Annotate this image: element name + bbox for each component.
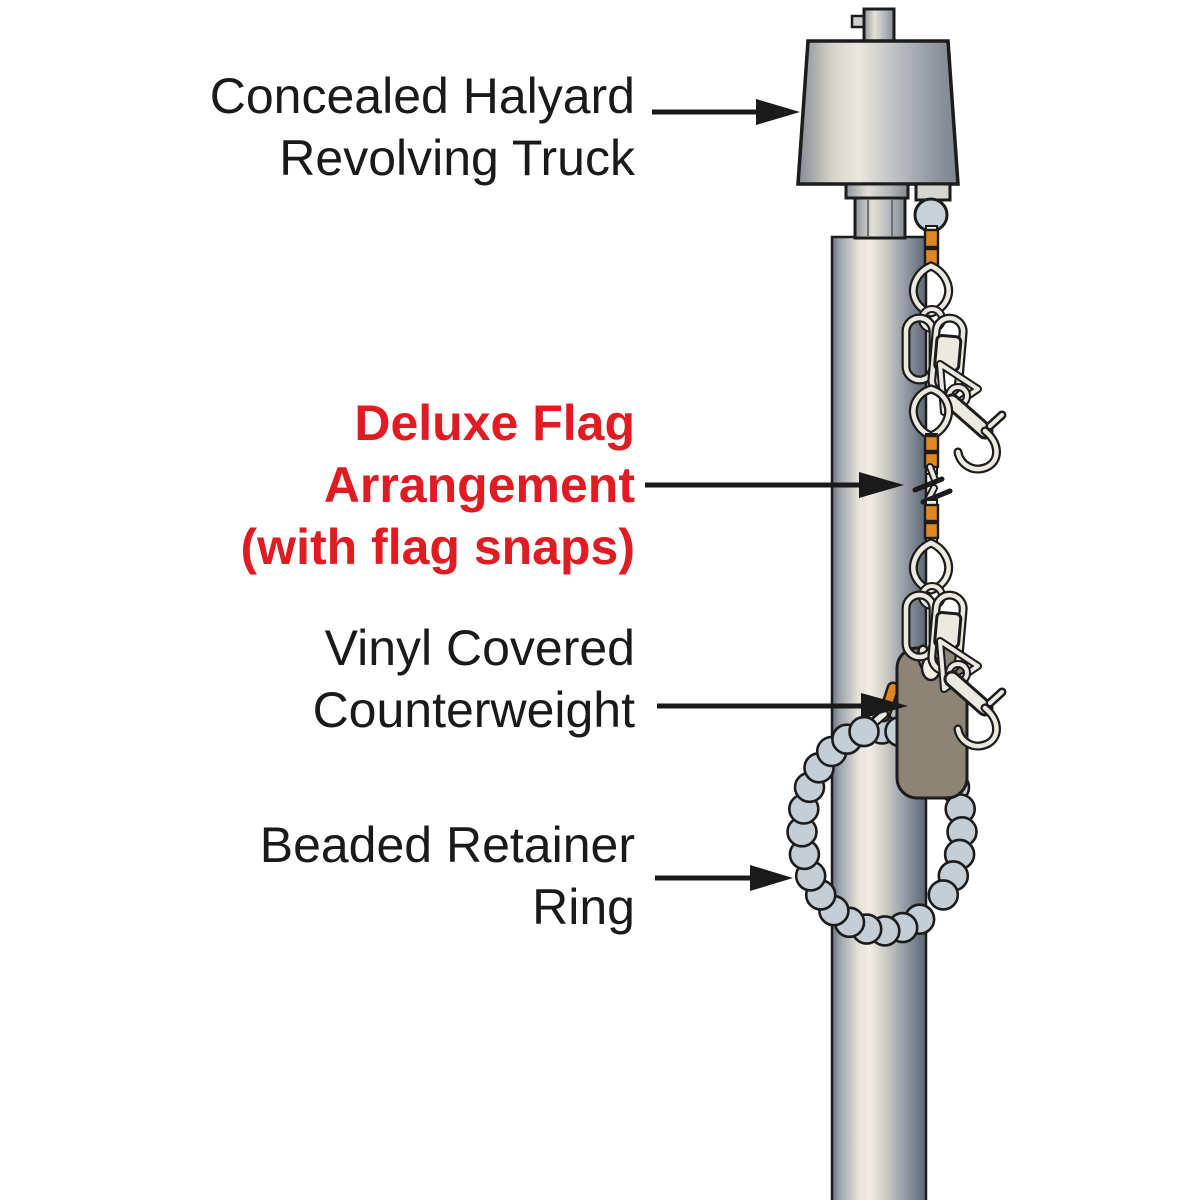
label-line: Concealed Halyard: [209, 68, 635, 124]
label-line: Vinyl Covered: [324, 620, 635, 676]
label-line: Ring: [532, 879, 635, 935]
label-line: Deluxe Flag: [354, 395, 635, 451]
beaded-ring-front: [786, 715, 936, 947]
label-line: Arrangement: [323, 457, 635, 513]
label-line: Beaded Retainer: [259, 817, 635, 873]
truck-collar-upper: [844, 182, 910, 200]
label-vinyl-counterweight: Vinyl Covered Counterweight: [313, 617, 635, 741]
arrow-truck: [652, 99, 800, 125]
truck-collar-lower: [853, 196, 907, 240]
halyard-upper-rope: [923, 225, 940, 271]
label-line: Counterweight: [312, 682, 635, 738]
truck-spindle: [862, 7, 896, 44]
halyard-exit-stub: [914, 182, 952, 202]
truck-housing: [796, 39, 960, 186]
callout-arrows: [645, 99, 908, 891]
arrow-counterweight: [657, 693, 908, 719]
flag-snap-upper: [906, 266, 1002, 469]
label-deluxe-flag-arrangement: Deluxe Flag Arrangement (with flag snaps…: [241, 392, 635, 578]
label-line: Revolving Truck: [279, 130, 635, 186]
label-line: (with flag snaps): [240, 519, 635, 575]
halyard-middle-rope: [912, 433, 953, 547]
label-beaded-retainer-ring: Beaded Retainer Ring: [260, 814, 635, 938]
arrow-flag-arrangement: [645, 472, 904, 498]
revolving-truck: [796, 7, 960, 240]
label-revolving-truck: Concealed Halyard Revolving Truck: [210, 65, 635, 189]
arrow-retainer-ring: [655, 865, 793, 891]
